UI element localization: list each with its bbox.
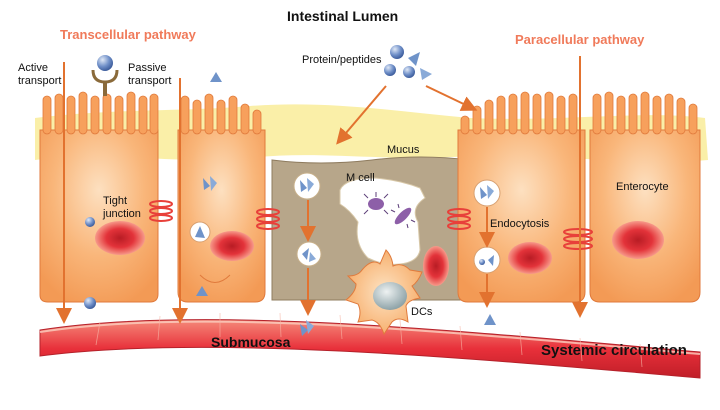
active-transport-label: Active transport [18, 62, 61, 88]
nucleus [95, 221, 145, 255]
tight-junction-2 [256, 208, 280, 230]
blood-vessel [39, 312, 701, 379]
protein-to-enterocyte-arrow [425, 85, 478, 111]
tight-junction-4 [563, 228, 593, 250]
peptide-sphere-icon [85, 217, 95, 227]
active-line2: transport [18, 75, 62, 87]
enterocyte-label: Enterocyte [616, 181, 669, 193]
enterocyte-left [39, 91, 159, 303]
vesicle [473, 179, 501, 207]
vesicle [293, 172, 321, 200]
peptide-icon [484, 314, 496, 325]
mucus-label: Mucus [387, 144, 420, 156]
transcellular-pathway-label: Transcellular pathway [60, 27, 196, 42]
nucleus [210, 231, 254, 261]
protein-particles-top [384, 45, 432, 80]
bacteria-icon [390, 203, 416, 229]
peptide-icon [210, 72, 222, 82]
vesicle [189, 221, 211, 243]
systemic-circulation-label: Systemic circulation [541, 342, 687, 359]
tight-junction-1 [149, 200, 173, 222]
peptide-icon [203, 176, 217, 191]
intestinal-lumen-label: Intestinal Lumen [287, 8, 399, 24]
endocytosis-label: Endocytosis [490, 218, 550, 230]
passive-line2: transport [128, 75, 172, 87]
tight-junction-3 [447, 208, 471, 230]
nucleus [612, 221, 664, 259]
vesicle [296, 241, 322, 267]
m-cell [271, 156, 471, 301]
dcs-label: DCs [411, 306, 433, 318]
protein-to-mcell-arrow [336, 85, 387, 145]
tight-junction-label: Tight junction [103, 195, 141, 221]
vesicle [473, 246, 501, 274]
m-cell-label: M cell [346, 172, 375, 184]
tight-line1: Tight [103, 195, 128, 207]
peptide-sphere-icon [84, 297, 96, 309]
submucosa-label: Submucosa [211, 334, 291, 350]
protein-peptides-label: Protein/peptides [302, 54, 382, 66]
transporter-icon [91, 55, 119, 96]
m-cell-nucleus [423, 246, 449, 286]
passive-transport-label: Passive transport [128, 62, 171, 88]
passive-line1: Passive [128, 62, 167, 74]
paracellular-pathway-label: Paracellular pathway [515, 32, 645, 47]
enterocyte-2 [177, 93, 266, 303]
enterocyte-right [589, 91, 701, 303]
nucleus [508, 242, 552, 274]
active-line1: Active [18, 62, 48, 74]
pathway-arrows [56, 56, 588, 324]
dendritic-cell [344, 249, 423, 336]
peptide-icon [300, 320, 314, 336]
bacteria-icon [363, 192, 389, 215]
peptide-icon [196, 286, 208, 296]
tight-line2: junction [103, 208, 141, 220]
